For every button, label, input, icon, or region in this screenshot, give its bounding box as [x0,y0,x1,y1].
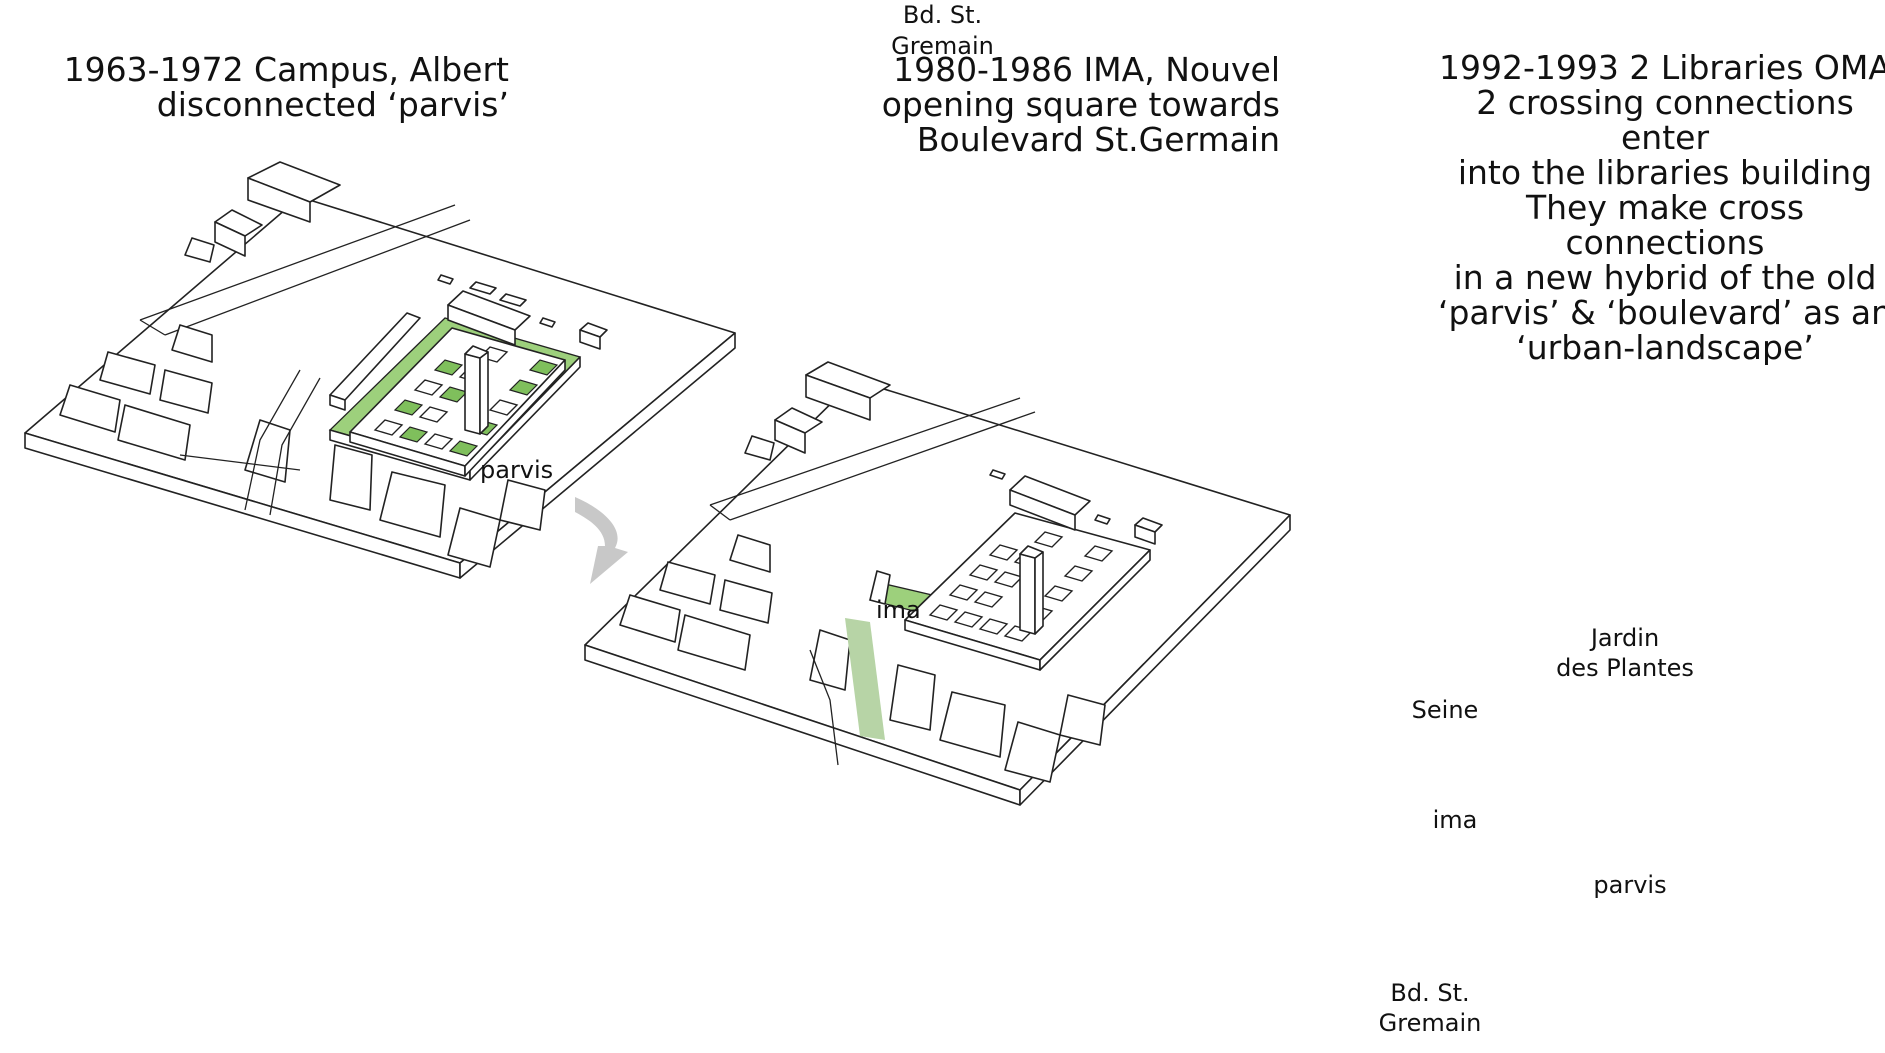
label-ima-3: ima [1432,806,1478,834]
label-seine: Seine [1411,696,1479,724]
caption-panel-2: 1980-1986 IMA, Nouvel opening square tow… [881,50,1280,159]
label-boulevard-3: Bd. St. Gremain [1378,979,1482,1037]
caption-panel-3: 1992-1993 2 Libraries OMA 2 crossing con… [1437,50,1885,365]
label-parvis-3: parvis [1593,871,1667,899]
boulevard-strip [845,618,885,740]
site-model-1980 [584,361,1291,806]
transition-arrow-1 [575,497,628,584]
label-ima-2: ima [876,596,921,624]
caption-panel-1: 1963-1972 Campus, Albert disconnected ‘p… [63,50,509,124]
label-parvis-1: parvis [480,456,553,484]
label-jardin-des-plantes: Jardin des Plantes [1556,624,1694,682]
label-boulevard-2-wrap: Bd. St. Gremain [0,0,1885,62]
site-model-1963 [24,161,736,579]
label-boulevard-2: Bd. St. Gremain [891,1,994,60]
